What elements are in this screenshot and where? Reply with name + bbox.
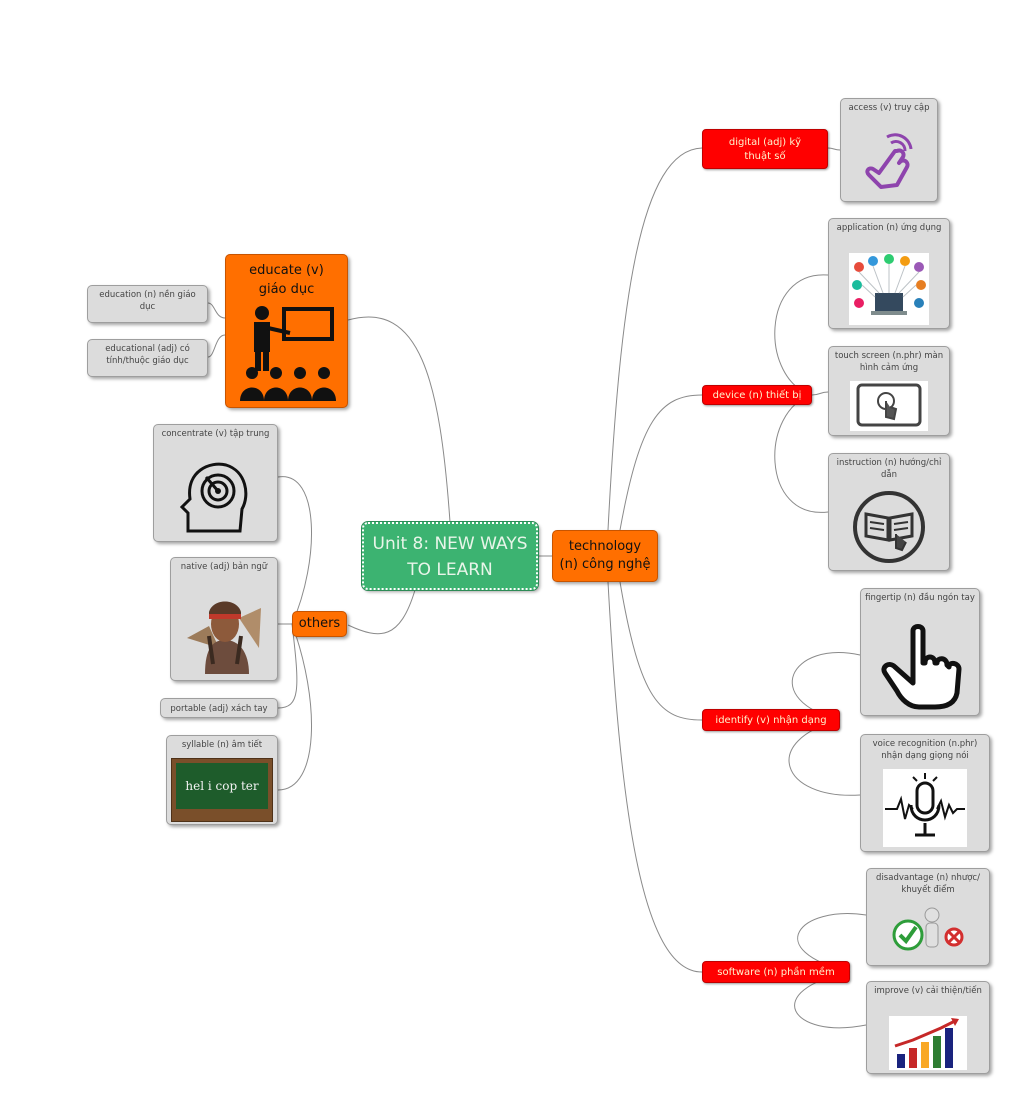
leaf-touch-screen-label: touch screen (n.phr) màn hình cảm ứng — [834, 351, 944, 373]
chalkboard-text: hel i cop ter — [185, 779, 259, 793]
leaf-improve-label: improve (v) cải thiện/tiến — [874, 986, 982, 996]
leaf-fingertip-label: fingertip (n) đầu ngón tay — [865, 593, 975, 603]
growth-chart-icon — [889, 1016, 967, 1070]
branch-identify[interactable]: identify (v) nhận dạng — [702, 709, 840, 731]
leaf-disadvantage[interactable]: disadvantage (n) nhược/ khuyết điểm — [866, 868, 990, 966]
branch-educate-label: educate (v) giáo dục — [249, 263, 324, 297]
leaf-portable[interactable]: portable (adj) xách tay — [160, 698, 278, 718]
leaf-touch-screen[interactable]: touch screen (n.phr) màn hình cảm ứng — [828, 346, 950, 436]
leaf-voice-recognition-label: voice recognition (n.phr) nhận dạng giọn… — [872, 739, 978, 761]
link-central-others — [347, 589, 416, 635]
link-identify-voice — [788, 719, 861, 796]
link-tech-device — [619, 394, 703, 531]
leaf-instruction[interactable]: instruction (n) hướng/chỉ dẫn — [828, 453, 950, 571]
central-topic[interactable]: Unit 8: NEW WAYS TO LEARN — [361, 521, 539, 591]
leaf-portable-label: portable (adj) xách tay — [170, 704, 268, 714]
native-portrait-image — [179, 578, 269, 674]
leaf-fingertip[interactable]: fingertip (n) đầu ngón tay — [860, 588, 980, 716]
leaf-access[interactable]: access (v) truy cập — [840, 98, 938, 202]
branch-others[interactable]: others — [292, 611, 347, 637]
link-tech-identify — [619, 581, 703, 721]
leaf-syllable-label: syllable (n) âm tiết — [181, 740, 263, 750]
microphone-wave-icon — [883, 769, 967, 847]
focus-head-icon — [179, 461, 252, 535]
app-network-image — [849, 253, 929, 325]
branch-device-label: device (n) thiết bị — [712, 390, 802, 401]
tap-finger-icon — [859, 129, 919, 191]
central-topic-label: Unit 8: NEW WAYS TO LEARN — [372, 534, 528, 580]
branch-device[interactable]: device (n) thiết bị — [702, 385, 812, 405]
leaf-concentrate-label: concentrate (v) tập trung — [161, 429, 270, 439]
branch-software-label: software (n) phần mềm — [717, 967, 835, 978]
manual-book-icon — [850, 488, 928, 566]
branch-technology[interactable]: technology (n) công nghệ — [552, 530, 658, 582]
branch-others-label: others — [298, 616, 341, 631]
leaf-native-label: native (adj) bản ngữ — [180, 562, 268, 572]
chalkboard-image: hel i cop ter — [171, 758, 273, 822]
leaf-disadvantage-label: disadvantage (n) nhược/ khuyết điểm — [876, 873, 980, 895]
leaf-education[interactable]: education (n) nền giáo dục — [87, 285, 208, 323]
branch-software[interactable]: software (n) phần mềm — [702, 961, 850, 983]
link-digital-access — [827, 147, 841, 151]
leaf-syllable[interactable]: syllable (n) âm tiết hel i cop ter — [166, 735, 278, 825]
link-educate-educational — [207, 334, 226, 358]
branch-educate[interactable]: educate (v) giáo dục — [225, 254, 348, 408]
leaf-improve[interactable]: improve (v) cải thiện/tiến — [866, 981, 990, 1074]
branch-technology-label: technology (n) công nghệ — [559, 539, 651, 572]
link-central-educate — [347, 316, 451, 523]
link-others-syllable — [277, 623, 312, 791]
leaf-voice-recognition[interactable]: voice recognition (n.phr) nhận dạng giọn… — [860, 734, 990, 852]
chalkboard-surface: hel i cop ter — [176, 763, 268, 809]
leaf-educational[interactable]: educational (adj) có tính/thuộc giáo dục — [87, 339, 208, 377]
link-tech-digital — [607, 147, 703, 531]
branch-identify-label: identify (v) nhận dạng — [715, 715, 827, 726]
pros-cons-icon — [886, 903, 970, 959]
leaf-instruction-label: instruction (n) hướng/chỉ dẫn — [836, 458, 942, 480]
link-device-instruction — [774, 394, 829, 513]
link-device-touch — [811, 391, 829, 396]
link-tech-software — [607, 581, 703, 973]
link-device-application — [774, 274, 829, 396]
leaf-application-label: application (n) ứng dụng — [836, 223, 942, 233]
touch-screen-icon — [850, 381, 928, 431]
teacher-presentation-icon — [234, 303, 340, 403]
leaf-education-label: education (n) nền giáo dục — [99, 290, 196, 312]
leaf-native[interactable]: native (adj) bản ngữ — [170, 557, 278, 681]
link-others-portable — [277, 623, 298, 709]
branch-digital[interactable]: digital (adj) kỹ thuật số — [702, 129, 828, 169]
leaf-access-label: access (v) truy cập — [848, 103, 930, 113]
leaf-educational-label: educational (adj) có tính/thuộc giáo dục — [105, 344, 190, 366]
leaf-application[interactable]: application (n) ứng dụng — [828, 218, 950, 329]
link-others-concentrate — [277, 476, 312, 625]
branch-digital-label: digital (adj) kỹ thuật số — [728, 137, 802, 162]
link-educate-education — [207, 302, 226, 319]
leaf-concentrate[interactable]: concentrate (v) tập trung — [153, 424, 278, 542]
pointing-hand-icon — [875, 623, 965, 711]
